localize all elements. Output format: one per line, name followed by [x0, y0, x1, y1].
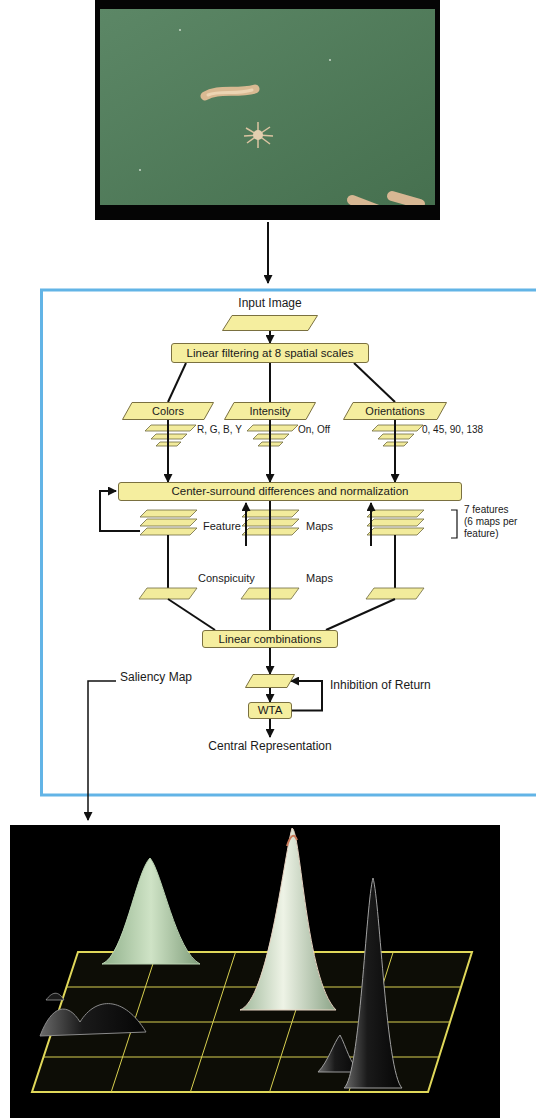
- flow-connector: [269, 501, 271, 630]
- drawn-polygon: [372, 425, 423, 431]
- annotation-label: 0, 45, 90, 138: [422, 424, 483, 436]
- map-line: [168, 599, 215, 630]
- conspicuity-maps: [139, 588, 424, 599]
- flow-arrow: [269, 719, 271, 737]
- saliency-peak: [240, 828, 336, 1010]
- drawn-polygon: [367, 510, 424, 517]
- parallelogram-shape: [222, 315, 318, 331]
- node-label: Orientations: [365, 405, 424, 417]
- drawn-polygon: [140, 528, 197, 535]
- parallelogram-outline: [223, 316, 318, 331]
- saliency-plot: [10, 825, 500, 1118]
- saliency-peak: [102, 858, 200, 964]
- map-parallelogram: Input Image: [222, 297, 318, 331]
- photo-frame: [95, 0, 440, 220]
- parallelogram-outline: [225, 403, 316, 420]
- photo-bar: [95, 205, 440, 220]
- drawn-polygon: [140, 510, 197, 517]
- node-label: Input Image: [222, 297, 318, 310]
- plot-grid-frame: [32, 952, 472, 1092]
- map-parallelogram: Colors: [122, 402, 214, 420]
- feature-map-stacks: [140, 510, 424, 535]
- flow-connector: [167, 420, 169, 482]
- annotation-label: Central Representation: [208, 740, 331, 754]
- process-box: WTA: [248, 702, 292, 719]
- feedback-arrow: [370, 503, 372, 546]
- flow-connector: [269, 331, 271, 343]
- bracket: [451, 510, 457, 538]
- drawn-polygon: [139, 588, 197, 599]
- feedback-arrow: [245, 503, 247, 546]
- flow-connector: [394, 420, 396, 482]
- flow-connector: [291, 681, 322, 711]
- saliency-peak: [344, 878, 402, 1088]
- annotation-label: Feature: [203, 520, 241, 533]
- seabed: [100, 9, 435, 205]
- sea-cucumber: [392, 196, 420, 204]
- node-label: Saliency Map: [120, 671, 192, 684]
- parallelogram-shape: [245, 674, 295, 688]
- map-line: [326, 599, 395, 630]
- drawn-polygon: [145, 425, 196, 431]
- annotation-label: (6 maps per feature): [464, 516, 530, 539]
- flow-connector: [269, 688, 271, 702]
- node-label: Intensity: [250, 405, 291, 417]
- drawn-polygon: [367, 528, 424, 535]
- process-box: Linear combinations: [202, 630, 338, 648]
- map-line: [394, 535, 396, 588]
- saliency-bump: [46, 993, 64, 1000]
- process-box: Linear filtering at 8 spatial scales: [171, 343, 369, 363]
- flow-connector: [168, 363, 186, 402]
- sea-cucumber-highlight: [208, 90, 252, 95]
- drawn-polygon: [367, 519, 424, 526]
- annotation-label: 7 features: [464, 504, 508, 516]
- sea-cucumber: [205, 89, 255, 96]
- plot-ground: [10, 825, 500, 1118]
- particle: [139, 169, 141, 171]
- annotation-label: On, Off: [298, 424, 330, 436]
- particle: [329, 59, 331, 61]
- parallelogram-outline: [246, 675, 295, 688]
- flow-connector: [269, 648, 271, 674]
- map-parallelogram: Saliency Map: [120, 674, 295, 688]
- annotation-label: R, G, B, Y: [197, 424, 242, 436]
- leader-line: [88, 681, 116, 820]
- model-panel: [42, 290, 536, 795]
- drawn-polygon: [247, 425, 298, 431]
- parallelogram-outline: [344, 403, 447, 420]
- process-box: Center-surround differences and normaliz…: [118, 482, 462, 501]
- peak-highlight: [287, 836, 297, 846]
- annotation-label: Conspicuity: [198, 572, 255, 585]
- node-label: WTA: [258, 704, 283, 717]
- node-label: Center-surround differences and normaliz…: [172, 485, 409, 498]
- node-label: Colors: [152, 405, 184, 417]
- flow-connector: [269, 420, 271, 482]
- node-label: Linear combinations: [219, 633, 322, 646]
- node-label: Linear filtering at 8 spatial scales: [187, 347, 354, 360]
- brittle-star-body: [253, 130, 263, 140]
- flow-arrow: [267, 222, 269, 283]
- flow-connector: [269, 363, 271, 402]
- edge-label: Inhibition of Return: [328, 679, 433, 693]
- annotation-label: Maps: [306, 520, 333, 533]
- saliency-bump: [40, 1004, 146, 1036]
- particle: [179, 29, 181, 31]
- map-parallelogram: Orientations: [343, 402, 447, 420]
- scale-pyramids: [145, 425, 423, 446]
- seabed-photo: [95, 0, 440, 220]
- map-parallelogram: Intensity: [224, 402, 316, 420]
- drawn-polygon: [140, 519, 197, 526]
- map-line: [167, 535, 169, 588]
- brittle-star: [244, 122, 273, 148]
- parallelogram-outline: [123, 403, 214, 420]
- flow-connector: [354, 363, 395, 402]
- drawn-polygon: [366, 588, 424, 599]
- annotation-label: Maps: [306, 572, 333, 585]
